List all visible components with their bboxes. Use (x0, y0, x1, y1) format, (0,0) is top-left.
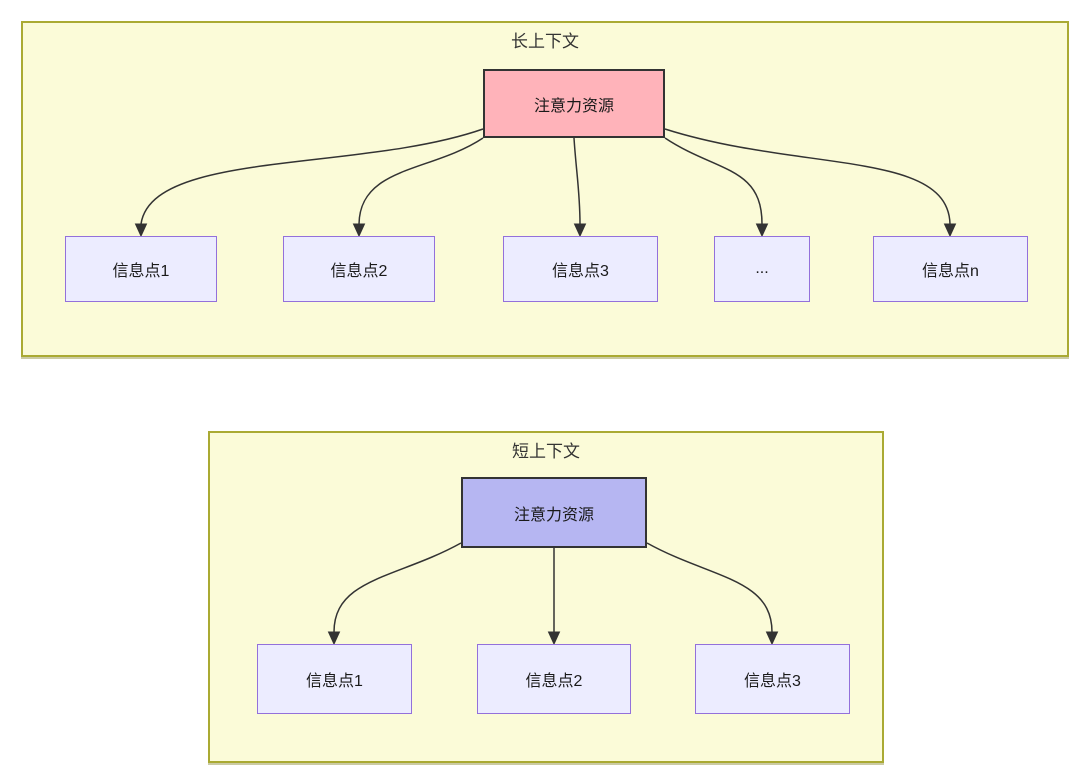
edge-long-to-info1 (140, 128, 484, 225)
arrowhead-long-info3 (573, 223, 587, 238)
short-attention-resource-node: 注意力资源 (461, 477, 647, 548)
edge-short-to-info1 (333, 542, 462, 633)
arrowhead-short-info1 (327, 631, 341, 646)
long-info-node-1: 信息点1 (65, 236, 217, 302)
long-info-node-n: 信息点n (873, 236, 1028, 302)
short-info-node-3: 信息点3 (695, 644, 850, 714)
long-info-node-ellipsis: ... (714, 236, 810, 302)
arrowhead-long-ellipsis (755, 223, 769, 238)
short-context-title: 短上下文 (512, 442, 580, 461)
long-info-node-3: 信息点3 (503, 236, 658, 302)
edge-long-to-info3 (573, 137, 581, 225)
edge-long-to-ellipsis (664, 137, 763, 225)
edge-short-to-info3 (646, 542, 773, 633)
long-info-node-2: 信息点2 (283, 236, 435, 302)
edge-long-to-info2 (358, 137, 484, 225)
arrowhead-long-info1 (134, 223, 148, 238)
arrowhead-long-info2 (352, 223, 366, 238)
long-attention-resource-node: 注意力资源 (483, 69, 665, 138)
arrowhead-short-info2 (547, 631, 561, 646)
arrowhead-long-infon (943, 223, 957, 238)
short-info-node-1: 信息点1 (257, 644, 412, 714)
arrowhead-short-info3 (765, 631, 779, 646)
long-context-title: 长上下文 (511, 32, 579, 51)
short-info-node-2: 信息点2 (477, 644, 631, 714)
edge-long-to-infon (664, 128, 951, 225)
